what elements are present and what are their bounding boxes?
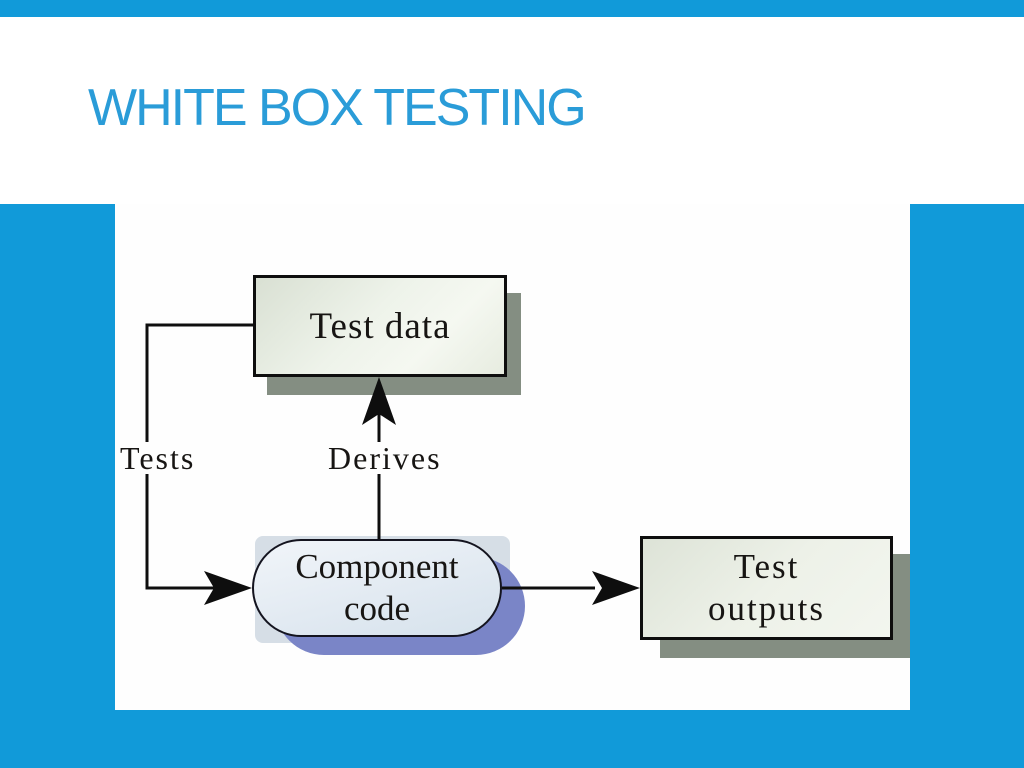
slide-title: WHITE BOX TESTING xyxy=(88,79,587,137)
slide-blue-background: Test data Component code Test outputs Te… xyxy=(0,204,1024,768)
node-test-outputs-line2: outputs xyxy=(707,589,826,628)
node-test-data-label: Test data xyxy=(309,305,451,347)
derives-arrowhead-icon xyxy=(362,377,396,425)
slide-top-accent-bar xyxy=(0,0,1024,17)
edge-label-tests: Tests xyxy=(117,442,199,474)
node-test-outputs-line1: Test xyxy=(733,547,800,586)
outputs-arrowhead-icon xyxy=(592,571,640,605)
node-component-code-line1: Component xyxy=(295,547,459,586)
tests-arrowhead-icon xyxy=(204,571,252,605)
node-component-code: Component code xyxy=(252,539,502,637)
node-component-code-line2: code xyxy=(343,589,411,628)
diagram-panel: Test data Component code Test outputs Te… xyxy=(115,204,910,710)
edge-label-derives: Derives xyxy=(325,442,445,474)
node-test-data: Test data xyxy=(253,275,507,377)
node-test-outputs: Test outputs xyxy=(640,536,893,640)
